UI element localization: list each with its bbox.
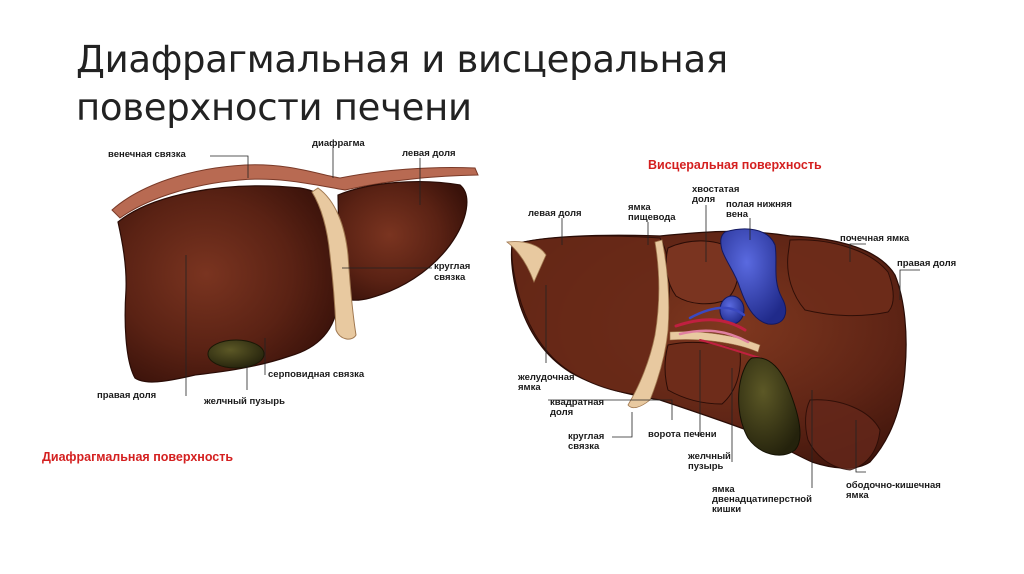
label-caudate-1: хвостатая <box>692 184 740 195</box>
label-gastric-2: ямка <box>518 382 541 393</box>
visceral-ligament <box>505 241 547 284</box>
label-v-round-2: связка <box>568 441 600 452</box>
label-v-right-lobe: правая доля <box>897 258 957 269</box>
label-round-ligament-2: связка <box>434 272 466 283</box>
label-duodenal-1: ямка <box>712 484 735 495</box>
falciform-ligament <box>311 187 357 340</box>
label-v-round-1: круглая <box>568 431 605 442</box>
label-ivc-2: вена <box>726 209 749 220</box>
label-falciform-ligament: серповидная связка <box>268 369 365 380</box>
left-leader-lines <box>185 148 432 396</box>
renal-impression <box>787 239 894 317</box>
porta-vessels <box>674 306 761 359</box>
label-duodenal-2: двенадцатиперстной <box>712 494 812 505</box>
visceral-gallbladder <box>738 357 801 456</box>
label-round-ligament-1: круглая <box>434 261 471 272</box>
label-quadrate-2: доля <box>550 407 574 418</box>
right-lobe-shape <box>117 185 339 383</box>
right-leader-lines <box>545 205 920 488</box>
label-v-gall-1: желчный <box>688 451 731 462</box>
label-colic-2: ямка <box>846 490 869 501</box>
label-esophageal-1: ямка <box>628 202 651 213</box>
caption-visceral: Висцеральная поверхность <box>648 158 822 172</box>
quadrate-lobe <box>664 341 741 405</box>
label-ivc-1: полая нижняя <box>726 199 792 210</box>
caption-diaphragmatic: Диафрагмальная поверхность <box>42 450 234 464</box>
left-lobe-shape <box>337 180 468 301</box>
label-quadrate-1: квадратная <box>550 397 605 408</box>
inferior-vena-cava <box>720 228 787 325</box>
label-right-lobe: правая доля <box>97 390 157 401</box>
label-diaphragm: диафрагма <box>312 138 365 149</box>
visceral-liver <box>505 205 920 488</box>
diaphragmatic-liver <box>111 148 479 396</box>
label-porta-hepatis: ворота печени <box>648 429 717 440</box>
colic-impression <box>805 399 881 471</box>
label-colic-1: ободочно-кишечная <box>846 480 941 491</box>
label-gastric-1: желудочная <box>518 372 575 383</box>
gallbladder-tip <box>207 339 265 369</box>
label-caudate-2: доля <box>692 194 716 205</box>
label-renal-fossa: почечная ямка <box>840 233 910 244</box>
label-left-lobe: левая доля <box>402 148 456 159</box>
label-duodenal-3: кишки <box>712 504 742 515</box>
label-coronary-ligament: венечная связка <box>108 149 186 160</box>
label-esophageal-2: пищевода <box>628 212 676 223</box>
label-v-left-lobe: левая доля <box>528 208 582 219</box>
diaphragm-strip <box>111 164 479 219</box>
transverse-fissure <box>669 331 761 353</box>
slide-title: Диафрагмальная и висцеральная поверхност… <box>76 38 728 129</box>
label-gallbladder: желчный пузырь <box>204 396 285 407</box>
ligament-venosum <box>627 239 670 409</box>
label-v-gall-2: пузырь <box>688 461 724 472</box>
